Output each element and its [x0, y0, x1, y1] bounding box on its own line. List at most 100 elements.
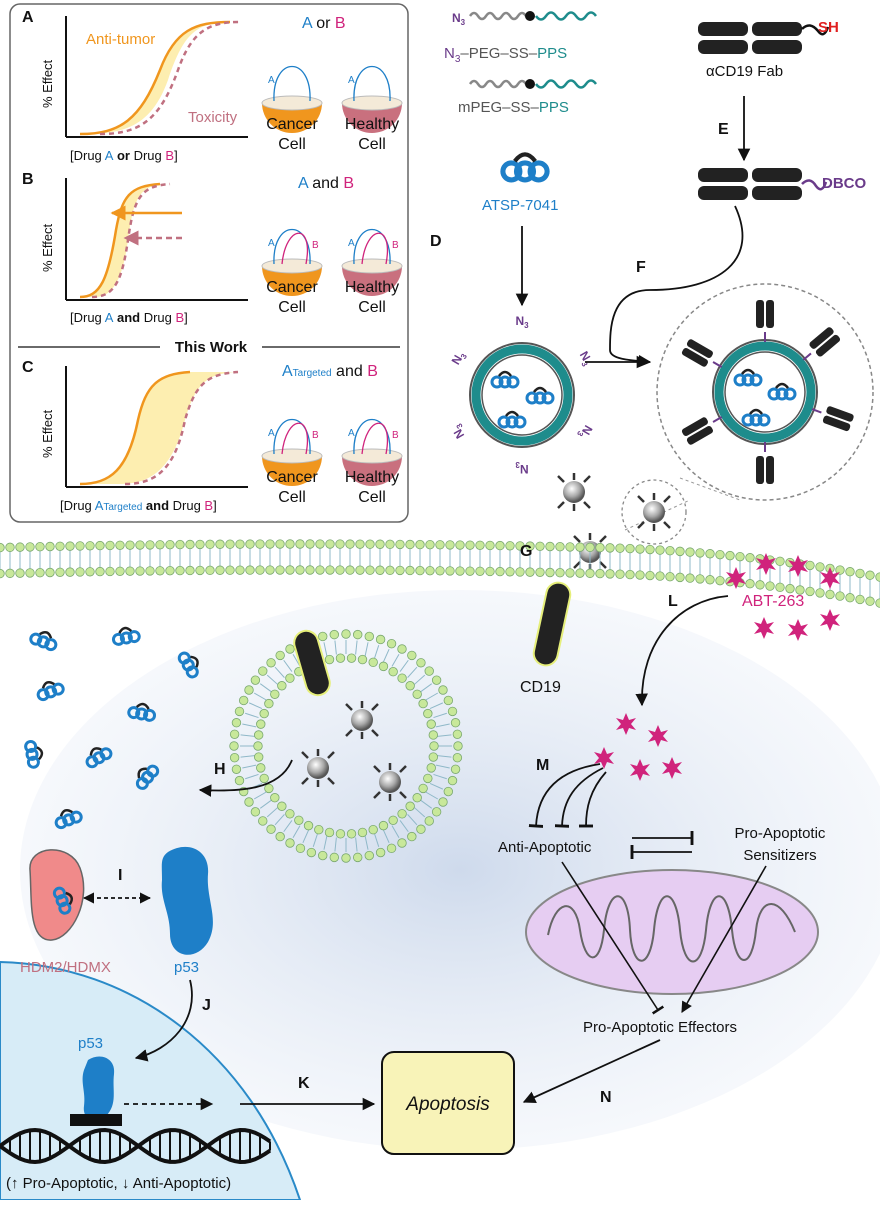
apoptosis-label: Apoptosis: [405, 1094, 490, 1115]
cd19-receptor: [532, 581, 572, 667]
free-peptide: [23, 738, 46, 770]
step-h-arrow: [198, 759, 293, 797]
azide-label: N3: [575, 349, 596, 369]
free-peptide: [110, 624, 142, 647]
fab-dbco: DBCO: [698, 168, 866, 200]
anti-tumor-label: Anti-tumor: [86, 31, 155, 48]
p53-label-cytoplasm: p53: [174, 959, 199, 976]
internalized-cd19: [293, 629, 331, 697]
p53-label-nucleus: p53: [78, 1035, 103, 1052]
drug-a-marker: A: [268, 238, 275, 249]
fab-conjugate: [681, 339, 723, 368]
abt-molecule: [788, 619, 808, 641]
cd19-label: CD19: [520, 679, 561, 696]
hdm-label: HDM2/HDMX: [20, 959, 111, 976]
abt-molecule: [820, 609, 840, 631]
panel-c-x-axis: [Drug ATargeted and Drug B]: [60, 498, 217, 513]
anti-tumor-curve: [79, 20, 231, 136]
plasma-membrane: [0, 539, 880, 608]
panel-b: B % Effect [Drug A and Drug B] A and B: [22, 171, 354, 325]
healthy-cell-label: Healthy: [345, 279, 399, 296]
polymersome: [469, 342, 575, 448]
step-j-arrow: [134, 979, 193, 1062]
panel-b-drug-caption: A and B: [298, 175, 354, 192]
cancer-cell-label-2: Cell: [278, 136, 306, 153]
peptide-drug: ATSP-7041: [482, 154, 558, 214]
polymer-1-label: N3–PEG–SS–PPS: [444, 45, 567, 65]
anti-apoptotic-label: Anti-Apoptotic: [498, 839, 592, 856]
drug-b-marker: B: [312, 430, 319, 441]
peptide-label: ATSP-7041: [482, 197, 558, 214]
step-l-arrow: [635, 595, 729, 707]
healthy-cell-label-2: Cell: [358, 136, 386, 153]
azide-label: N3: [449, 348, 470, 368]
step-d-label: D: [430, 233, 442, 250]
healthy-cell-label-2: Cell: [358, 299, 386, 316]
panel-b-letter: B: [22, 171, 34, 188]
panel-c: C % Effect [Drug ATargeted and Drug B] A…: [22, 359, 378, 513]
this-work-label: This Work: [175, 339, 248, 356]
dna-caption: (↑ Pro-Apoptotic, ↓ Anti-Apoptotic): [6, 1175, 231, 1192]
polymer-2-label: mPEG–SS–PPS: [458, 99, 569, 116]
azide-label: N3: [515, 460, 529, 476]
step-m-label: M: [536, 757, 549, 774]
panel-a-y-axis: % Effect: [40, 59, 55, 108]
toxicity-label: Toxicity: [188, 109, 238, 126]
azide-label: N3: [575, 422, 596, 442]
fab-antibody: SH αCD19 Fab: [698, 19, 839, 80]
drug-a-marker: A: [268, 428, 275, 439]
step-h-label: H: [214, 761, 226, 778]
cancer-cell-label: Cancer: [266, 279, 318, 296]
abt-molecule: [754, 617, 774, 639]
cancer-cell-label: Cancer: [266, 116, 318, 133]
drug-a-marker: A: [348, 238, 355, 249]
panel-b-y-axis: % Effect: [40, 223, 55, 272]
hdm2-protein: [29, 849, 85, 941]
p53-bound-dna: [82, 1056, 115, 1121]
healthy-cell-label: Healthy: [345, 469, 399, 486]
fab-conjugate: [802, 327, 841, 361]
healthy-cell-label: Healthy: [345, 116, 399, 133]
step-e-label: E: [718, 121, 729, 138]
healthy-cell-label-2: Cell: [358, 489, 386, 506]
drug-b-marker: B: [392, 240, 399, 251]
step-i-label: I: [118, 867, 122, 884]
fab-conjugate: [811, 406, 854, 432]
zoom-nanoparticle: [656, 283, 874, 501]
panel-a-letter: A: [22, 9, 34, 26]
drug-a-marker: A: [348, 428, 355, 439]
dna-helix: [0, 1127, 272, 1165]
drug-b-marker: B: [392, 430, 399, 441]
cancer-cell-label-2: Cell: [278, 299, 306, 316]
cancer-cell-label: Cancer: [266, 469, 318, 486]
dbco-label: DBCO: [822, 175, 866, 192]
step-n-arrow: [522, 1039, 661, 1104]
drug-a-marker: A: [268, 75, 275, 86]
fab-label: αCD19 Fab: [706, 63, 783, 80]
mitochondrion: [525, 869, 819, 995]
thiol-label: SH: [818, 19, 839, 36]
step-k-label: K: [298, 1075, 310, 1092]
pro-sensitizers-label-1: Pro-Apoptotic: [735, 825, 826, 842]
cancer-cell-label-2: Cell: [278, 489, 306, 506]
apoptosis-box: [381, 1051, 515, 1155]
step-f-arrow: [609, 205, 744, 368]
pro-effectors-label: Pro-Apoptotic Effectors: [583, 1019, 737, 1036]
drug-b-marker: B: [312, 240, 319, 251]
panel-a: A % Effect Anti-tumor Toxicity [Drug A o…: [22, 9, 346, 163]
fab-conjugate: [756, 442, 774, 484]
fab-conjugate: [681, 416, 723, 445]
free-peptide: [27, 626, 61, 653]
p53-protein: [161, 846, 213, 955]
fab-conjugate: [756, 300, 774, 342]
panel-c-drug-caption: ATargeted and B: [282, 363, 378, 380]
